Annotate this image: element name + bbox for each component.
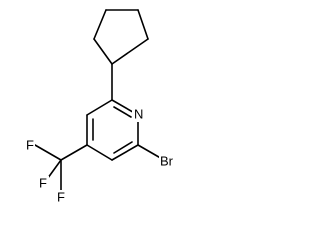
- fluorine-label-2: F: [39, 175, 47, 190]
- bond-cyclopentyl-2: [93, 9, 107, 40]
- bond-c2-c3: [111, 144, 139, 161]
- bond-c3-c4: [86, 144, 113, 161]
- bond-cyclopentyl-1: [93, 38, 113, 65]
- nitrogen-label: N: [134, 106, 143, 121]
- bond-c5-c6: [86, 99, 113, 116]
- atom-labels: N Br F F F: [24, 106, 181, 205]
- bond-cf3-f1: [34, 144, 62, 161]
- fluorine-label-1: F: [26, 137, 34, 152]
- bromine-label: Br: [160, 153, 174, 168]
- n-label-mask: [132, 106, 145, 122]
- br-label-mask: [159, 153, 181, 170]
- bond-cyclopentyl-5: [111, 38, 149, 65]
- double-bond-c6-n-inner: [113, 106, 132, 118]
- f2-label-mask: [38, 176, 49, 191]
- molecule-structure-diagram: N Br F F F: [24, 9, 181, 205]
- double-bond-c2-c3-inner: [113, 141, 133, 154]
- bond-cyclopentyl-4: [137, 9, 149, 40]
- f3-label-mask: [55, 190, 66, 205]
- fluorine-label-3: F: [57, 189, 65, 204]
- f1-label-mask: [24, 138, 35, 153]
- bonds: [34, 9, 165, 193]
- bond-c4-cf3: [60, 144, 88, 161]
